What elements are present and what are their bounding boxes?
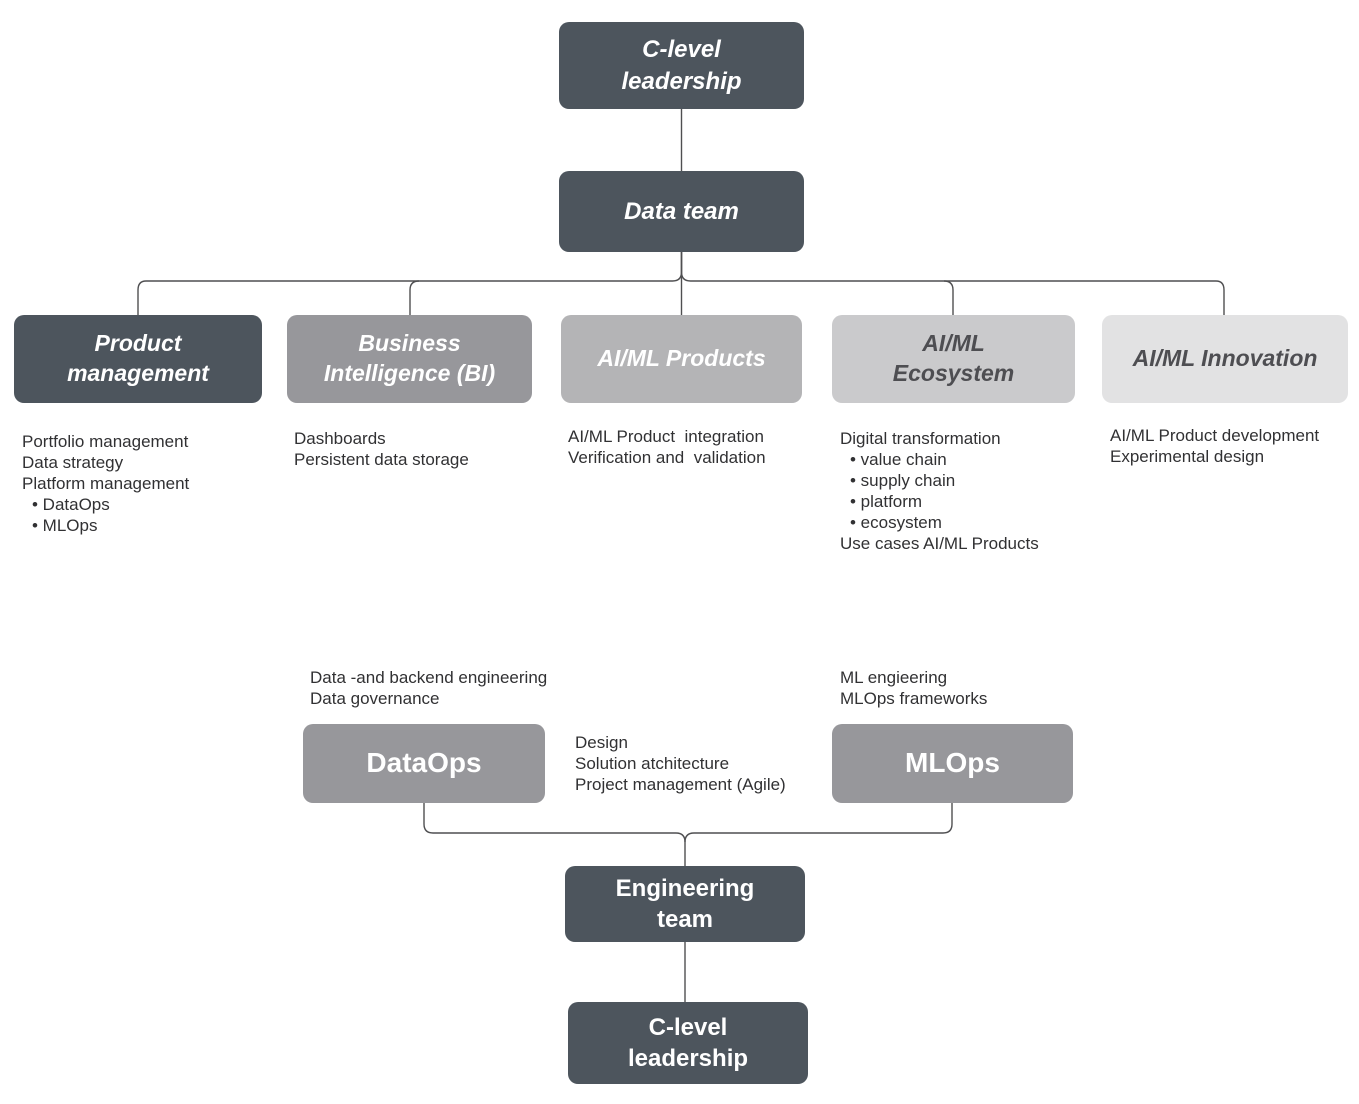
node-aiml-products: AI/ML Products xyxy=(561,315,802,403)
node-engineering-team: Engineering team xyxy=(565,866,805,942)
note-line: Portfolio management xyxy=(22,432,189,451)
note-line: ML engieering xyxy=(840,668,948,687)
note-line: Dashboards xyxy=(294,429,386,448)
note-line: • DataOps xyxy=(32,495,110,514)
node-dataops: DataOps xyxy=(303,724,545,803)
note-line: MLOps frameworks xyxy=(840,689,988,708)
node-data-team: Data team xyxy=(559,171,804,252)
note-line: Persistent data storage xyxy=(294,450,469,469)
note-line: Data strategy xyxy=(22,453,124,472)
note-line: Data -and backend engineering xyxy=(310,668,548,687)
connector-fan-right xyxy=(680,252,1225,315)
note-line: Use cases AI/ML Products xyxy=(840,534,1039,553)
node-c-level-leadership-bottom: C-level leadership xyxy=(568,1002,808,1084)
note-line: Platform management xyxy=(22,474,190,493)
node-aiml-ecosystem: AI/ML Ecosystem xyxy=(832,315,1075,403)
note-line: Data governance xyxy=(310,689,440,708)
note-line: • platform xyxy=(850,492,923,511)
note-line: Verification and validation xyxy=(568,448,766,467)
note-line: • MLOps xyxy=(32,516,98,535)
note-product-management: Portfolio management Data strategy Platf… xyxy=(22,431,189,536)
node-mlops: MLOps xyxy=(832,724,1073,803)
note-aiml-products: AI/ML Product integration Verification a… xyxy=(568,426,766,468)
note-line: • ecosystem xyxy=(850,513,942,532)
node-c-level-leadership-top: C-level leadership xyxy=(559,22,804,109)
node-product-management: Product management xyxy=(14,315,262,403)
note-dataops: Data -and backend engineering Data gover… xyxy=(310,667,547,709)
note-line: AI/ML Product development xyxy=(1110,426,1320,445)
note-line: • supply chain xyxy=(850,471,956,490)
node-business-intelligence: Business Intelligence (BI) xyxy=(287,315,532,403)
connector-drop-ecosystem xyxy=(943,280,954,315)
note-line: • value chain xyxy=(850,450,947,469)
note-line: AI/ML Product integration xyxy=(568,427,764,446)
note-line: Digital transformation xyxy=(840,429,1001,448)
note-engineering-shared: Design Solution atchitecture Project man… xyxy=(575,732,786,795)
note-line: Project management (Agile) xyxy=(575,775,786,794)
node-aiml-innovation: AI/ML Innovation xyxy=(1102,315,1348,403)
note-mlops: ML engieering MLOps frameworks xyxy=(840,667,987,709)
note-line: Solution atchitecture xyxy=(575,754,730,773)
note-business-intelligence: Dashboards Persistent data storage xyxy=(294,428,469,470)
note-line: Experimental design xyxy=(1110,447,1265,466)
note-aiml-ecosystem: Digital transformation • value chain • s… xyxy=(840,428,1039,554)
note-line: Design xyxy=(575,733,628,752)
connector-fan-left xyxy=(137,252,683,315)
connector-merge-left xyxy=(423,803,686,866)
note-aiml-innovation: AI/ML Product development Experimental d… xyxy=(1110,425,1319,467)
connector-drop-bi xyxy=(409,280,420,315)
connector-merge-right xyxy=(684,803,953,843)
